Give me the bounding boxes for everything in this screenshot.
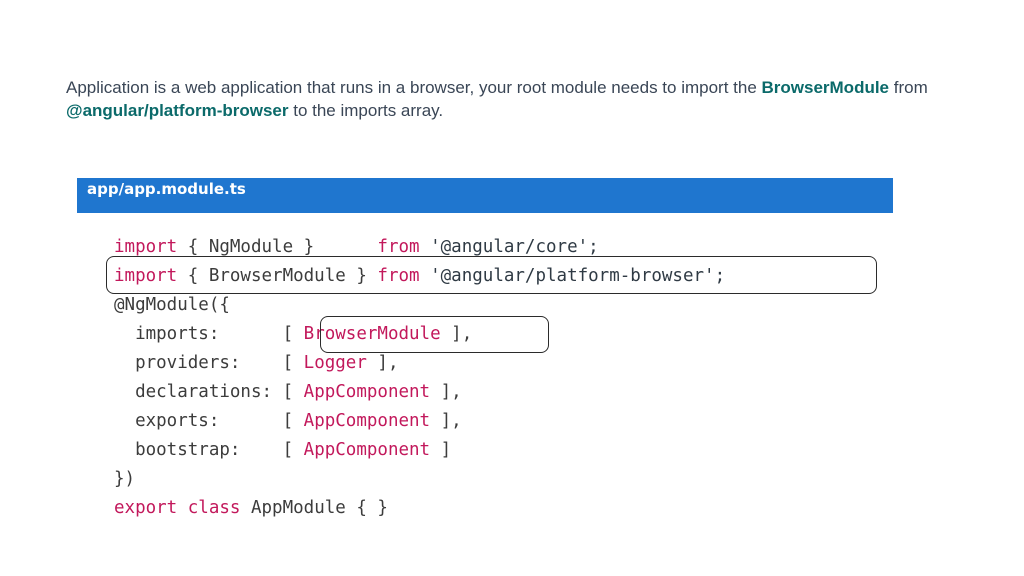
providers-value: Logger — [303, 353, 367, 373]
code-line-10: export class AppModule { } — [114, 496, 388, 520]
code-line-8: bootstrap: [ AppComponent ] — [114, 438, 451, 462]
imports-value: BrowserModule — [303, 324, 441, 344]
keyword-from: from — [377, 266, 420, 286]
import-path: '@angular/platform-browser'; — [419, 266, 726, 286]
import-path: '@angular/core'; — [419, 237, 599, 257]
highlight-box-imports-array — [320, 316, 549, 353]
declarations-end: ], — [430, 382, 462, 402]
intro-paragraph: Application is a web application that ru… — [66, 76, 946, 122]
import-specifier: { BrowserModule } — [177, 266, 378, 286]
browser-module-highlight: BrowserModule — [761, 78, 890, 97]
bootstrap-value: AppComponent — [303, 440, 431, 460]
highlight-box-import-line — [106, 256, 877, 294]
bootstrap-end: ] — [430, 440, 452, 460]
keyword-export-class: export class — [114, 498, 241, 518]
providers-key: providers: [ — [114, 353, 304, 373]
keyword-import: import — [114, 266, 178, 286]
package-highlight: @angular/platform-browser — [66, 101, 289, 120]
exports-value: AppComponent — [303, 411, 431, 431]
code-file-name: app/app.module.ts — [87, 180, 246, 198]
code-line-9: }) — [114, 469, 136, 489]
code-line-6: declarations: [ AppComponent ], — [114, 380, 462, 404]
keyword-from: from — [377, 237, 420, 257]
exports-end: ], — [430, 411, 462, 431]
keyword-import: import — [114, 237, 178, 257]
code-file-header: app/app.module.ts — [77, 178, 893, 213]
declarations-value: AppComponent — [303, 382, 431, 402]
code-line-3: @NgModule({ — [114, 295, 230, 315]
class-declaration: AppModule { } — [240, 498, 388, 518]
import-specifier: { NgModule } — [177, 237, 378, 257]
intro-text-1: Application is a web application that ru… — [66, 78, 762, 97]
code-line-4: imports: [ BrowserModule ], — [114, 322, 472, 346]
declarations-key: declarations: [ — [114, 382, 304, 402]
code-line-2: import { BrowserModule } from '@angular/… — [114, 264, 725, 288]
bootstrap-key: bootstrap: [ — [114, 440, 304, 460]
exports-key: exports: [ — [114, 411, 304, 431]
imports-key: imports: [ — [114, 324, 304, 344]
code-line-1: import { NgModule } from '@angular/core'… — [114, 235, 599, 259]
code-line-5: providers: [ Logger ], — [114, 351, 398, 375]
imports-end: ], — [440, 324, 473, 344]
intro-text-5: to the imports array. — [288, 101, 444, 120]
providers-end: ], — [366, 353, 399, 373]
code-line-7: exports: [ AppComponent ], — [114, 409, 462, 433]
intro-text-3: from — [889, 78, 928, 97]
